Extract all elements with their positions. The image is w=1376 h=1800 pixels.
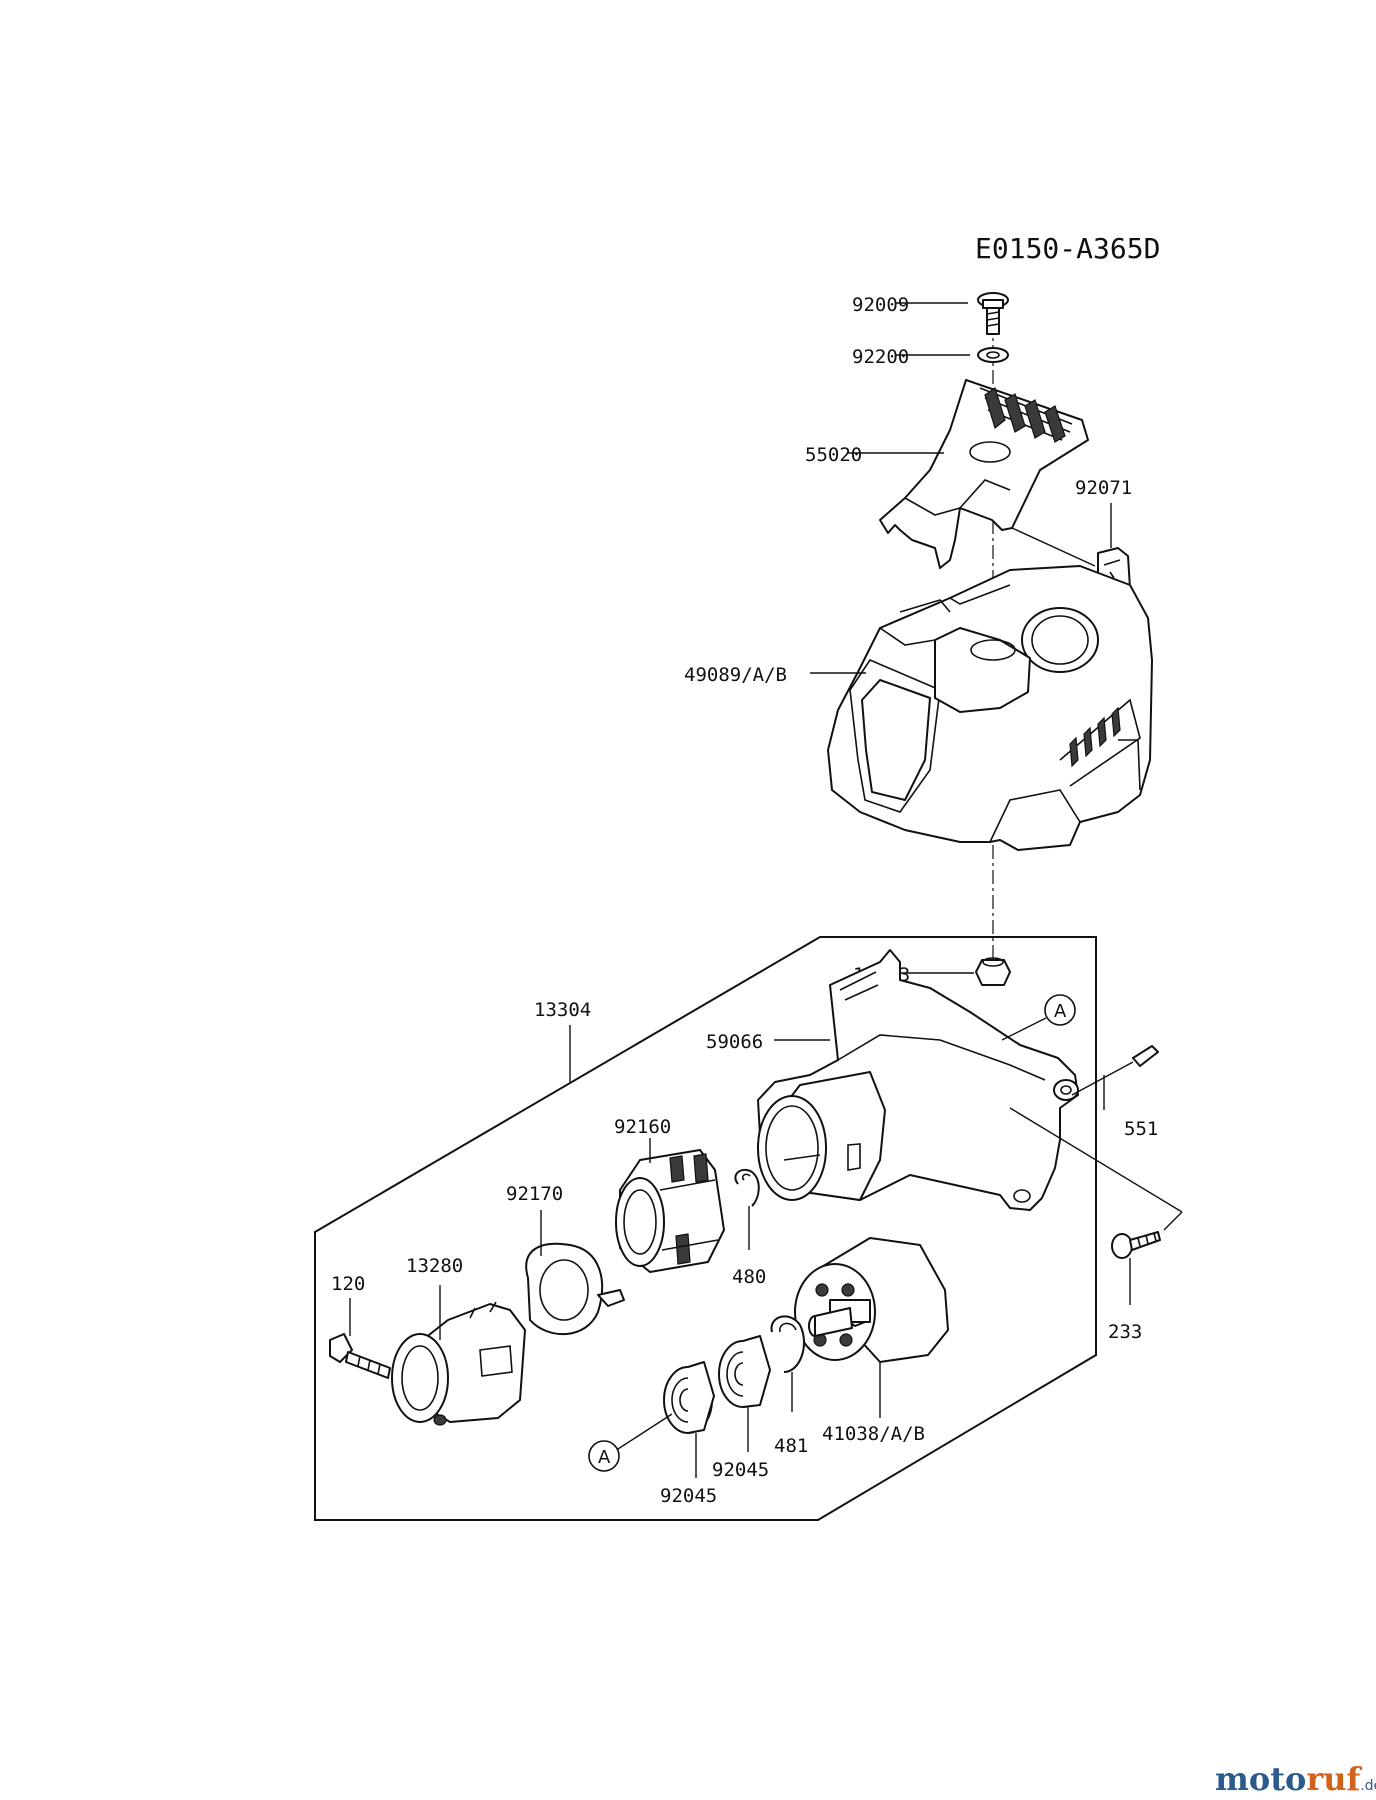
label-55020: 55020 <box>805 444 862 466</box>
bearing-92045-upper <box>718 1335 771 1408</box>
clutch-41038 <box>794 1237 949 1363</box>
pin-551 <box>1132 1045 1159 1067</box>
bolt-120 <box>329 1333 391 1379</box>
label-92200: 92200 <box>852 346 909 368</box>
watermark-part2: ruf <box>1306 1760 1362 1798</box>
callout-a-top-text: A <box>1054 1001 1067 1022</box>
callout-a-bottom-text: A <box>598 1447 611 1468</box>
housing-49089 <box>827 565 1153 851</box>
nut-16073 <box>975 957 1011 986</box>
clip-ring-92170 <box>525 1242 625 1335</box>
leader-callout-a-bottom <box>617 1413 673 1450</box>
leader-callout-a-top <box>1001 1017 1047 1041</box>
callout-a-bottom: A <box>588 1440 620 1472</box>
ring-480 <box>734 1168 760 1207</box>
assembly-frame-13304 <box>314 936 1097 1521</box>
case-59066 <box>757 949 1079 1211</box>
callout-a-top: A <box>1044 994 1076 1026</box>
top-cover-55020 <box>879 379 1089 569</box>
leader-233-a <box>1009 1107 1183 1213</box>
label-92009: 92009 <box>852 294 909 316</box>
label-13280: 13280 <box>406 1255 463 1277</box>
label-49089: 49089/A/B <box>684 664 787 686</box>
label-92045-lower: 92045 <box>660 1485 717 1507</box>
diagram-code: E0150-A365D <box>975 232 1160 265</box>
label-481: 481 <box>774 1435 808 1457</box>
label-13304: 13304 <box>534 999 591 1021</box>
drum-92160 <box>615 1149 725 1273</box>
label-233: 233 <box>1108 1321 1142 1343</box>
label-92071: 92071 <box>1075 477 1132 499</box>
watermark-suffix: .de <box>1360 1778 1376 1794</box>
label-92160: 92160 <box>614 1116 671 1138</box>
label-480: 480 <box>732 1266 766 1288</box>
bearing-92045-lower <box>663 1361 715 1434</box>
leader-551-a <box>1071 1061 1134 1096</box>
screw-92009 <box>977 292 1009 335</box>
label-59066: 59066 <box>706 1031 763 1053</box>
washer-92200 <box>977 347 1009 363</box>
label-120: 120 <box>331 1273 365 1295</box>
spool-housing-13280 <box>391 1301 526 1426</box>
label-551: 551 <box>1124 1118 1158 1140</box>
label-92045-upper: 92045 <box>712 1459 769 1481</box>
label-92170: 92170 <box>506 1183 563 1205</box>
watermark-part1: moto <box>1215 1760 1306 1798</box>
leader-92071-b <box>1011 527 1096 567</box>
label-41038: 41038/A/B <box>822 1423 925 1445</box>
screw-233 <box>1111 1231 1161 1259</box>
watermark-logo: motoruf.de <box>1215 1760 1376 1798</box>
snap-ring-481 <box>770 1315 805 1373</box>
leader-233-b <box>1163 1211 1183 1231</box>
svg-text:motoruf.de: motoruf.de <box>1215 1760 1376 1798</box>
